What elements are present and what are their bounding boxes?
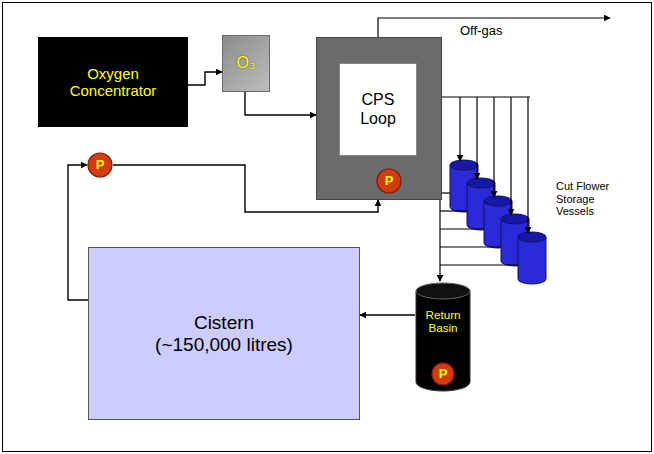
node-text: O₃ <box>237 54 256 72</box>
return-line <box>440 246 501 247</box>
node-text: Return Basin <box>416 308 470 335</box>
pump-circle: P <box>431 362 455 386</box>
vessel-top <box>450 160 478 170</box>
ozone-generator-box: O₃ <box>222 35 270 92</box>
flow-connector <box>245 92 316 115</box>
return-line <box>439 193 440 281</box>
vessel-top <box>518 232 546 242</box>
return-line <box>440 210 467 211</box>
vessel-top <box>467 178 495 188</box>
feed-line <box>459 97 460 161</box>
pump-circle: P <box>376 168 402 194</box>
oxygen-concentrator-box: Oxygen Concentrator <box>38 37 188 127</box>
vessel-label: Cut Flower Storage Vessels <box>556 180 626 218</box>
vessel-group <box>440 97 546 284</box>
node-text: P <box>96 158 105 173</box>
node-text: Oxygen Concentrator <box>58 65 168 100</box>
node-text: P <box>439 367 448 382</box>
feed-line <box>476 97 477 179</box>
node-text: (~150,000 litres) <box>155 334 293 356</box>
feed-line <box>442 96 530 97</box>
off-gas-label: Off-gas <box>460 24 502 39</box>
node-text: P <box>385 174 394 189</box>
return-basin-cylinder: Return BasinP <box>415 282 471 392</box>
return-line <box>440 228 484 229</box>
cps-loop-box: CPS LoopP <box>316 37 442 200</box>
flow-connector <box>68 165 88 300</box>
vessel-top <box>484 196 512 206</box>
node-text: Cistern <box>194 312 254 334</box>
pump-circle: P <box>87 152 113 178</box>
flow-connector <box>360 314 415 315</box>
flow-connector <box>188 72 222 85</box>
feed-line <box>527 97 528 233</box>
feed-line <box>493 97 494 197</box>
cps-inner-panel: CPS Loop <box>339 63 417 156</box>
cistern-box: Cistern(~150,000 litres) <box>88 247 360 420</box>
node-text: CPS Loop <box>348 91 408 128</box>
return-line <box>440 264 518 265</box>
frame <box>3 3 652 452</box>
feed-line <box>510 97 511 215</box>
vessel-body <box>518 237 546 284</box>
vessel-top <box>501 214 529 224</box>
